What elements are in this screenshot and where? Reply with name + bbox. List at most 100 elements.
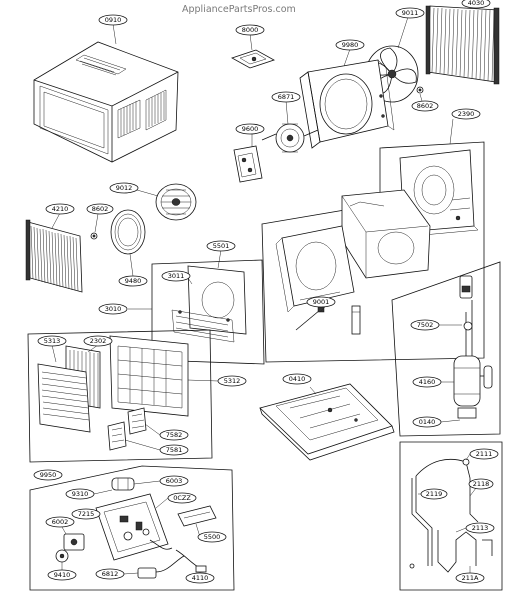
part-label-9600: 9600	[242, 125, 259, 133]
cabinet-shell	[33, 41, 179, 163]
knob-9410	[55, 549, 69, 563]
callout-oval-0czz	[167, 492, 197, 504]
assembly-box-tubing	[399, 441, 503, 591]
callout-oval-211a	[455, 572, 485, 584]
part-label-5501: 5501	[213, 242, 230, 250]
evaporator-coil	[25, 219, 83, 293]
callout-oval-7582	[159, 429, 189, 441]
part-label-3011: 3011	[168, 272, 185, 280]
front-panel	[37, 363, 91, 433]
leader-6003	[133, 480, 161, 485]
leader-0140	[440, 419, 461, 423]
callout-oval-8602b	[86, 203, 114, 215]
part-label-211a: 211A	[462, 574, 479, 582]
leader-2390	[449, 118, 454, 145]
callout-oval-6002	[45, 516, 75, 528]
part-label-4210: 4210	[52, 205, 69, 213]
leader-8602a	[419, 93, 423, 102]
callout-oval-0140	[412, 416, 442, 428]
coil-clip	[90, 232, 98, 240]
callout-oval-6003	[159, 475, 189, 487]
capacitor-6003	[111, 477, 135, 491]
part-label-9950: 9950	[40, 471, 57, 479]
callout-oval-9001	[306, 296, 336, 308]
callout-oval-0910	[98, 14, 128, 26]
callout-oval-9980	[335, 39, 365, 51]
assembly-box-control	[29, 465, 235, 591]
condenser-shroud	[299, 59, 395, 149]
callout-oval-9410	[47, 569, 77, 581]
callout-oval-8602a	[411, 100, 439, 112]
leader-9011	[397, 16, 409, 49]
callout-oval-5500	[197, 531, 227, 543]
part-label-2111: 2111	[476, 450, 493, 458]
callout-oval-2390	[451, 108, 481, 120]
callout-oval-9950	[33, 469, 63, 481]
compressor	[453, 275, 493, 419]
part-label-4030: 4030	[468, 0, 485, 7]
leader-5312	[187, 379, 219, 382]
motor-bracket	[231, 49, 275, 69]
blower-wheel	[155, 183, 197, 221]
part-label-6812: 6812	[102, 570, 119, 578]
leader-9310	[93, 489, 113, 495]
control-bracket	[171, 265, 247, 343]
callout-oval-6871	[271, 91, 301, 103]
part-label-7582: 7582	[166, 431, 183, 439]
leader-6871	[285, 100, 289, 125]
leader-2111	[465, 453, 471, 461]
callout-oval-4210	[45, 203, 75, 215]
leader-9980	[343, 48, 351, 67]
front-grille	[109, 335, 189, 417]
part-label-0410: 0410	[289, 375, 306, 383]
callout-oval-9480	[118, 275, 148, 287]
callout-oval-7581	[159, 444, 189, 456]
louver-7582	[127, 407, 147, 435]
motor-mount	[233, 145, 263, 183]
leader-7581	[124, 439, 161, 451]
part-label-3010: 3010	[105, 305, 122, 313]
callout-oval-5313	[37, 335, 67, 347]
callout-oval-0410	[282, 373, 312, 385]
part-label-2118: 2118	[473, 480, 490, 488]
part-label-9980: 9980	[342, 41, 359, 49]
cabinet-side-grille	[117, 89, 167, 139]
switch-7215	[63, 533, 85, 551]
part-label-0140: 0140	[419, 418, 436, 426]
callout-oval-9310	[65, 488, 95, 500]
part-label-7581: 7581	[166, 446, 183, 454]
leader-2113	[455, 527, 467, 533]
part-label-5500: 5500	[204, 533, 221, 541]
leader-0czz	[155, 497, 169, 509]
part-label-0czz: 0CZZ	[173, 494, 191, 502]
callout-oval-9011	[395, 7, 425, 19]
leader-9012	[136, 189, 159, 197]
part-label-2119: 2119	[426, 490, 443, 498]
assembly-box-compressor	[391, 261, 501, 437]
leader-0410	[309, 386, 317, 395]
assembly-box-front	[27, 329, 213, 463]
part-label-9410: 9410	[54, 571, 71, 579]
cord-4110	[175, 549, 207, 573]
fan-motor	[261, 123, 319, 153]
part-label-9001: 9001	[313, 298, 330, 306]
assembly-box-3010	[151, 259, 265, 365]
callout-oval-7215	[71, 508, 101, 520]
callout-oval-2118	[468, 478, 494, 490]
part-label-7215: 7215	[78, 510, 95, 518]
callout-oval-3010	[98, 303, 128, 315]
part-label-4110: 4110	[192, 574, 209, 582]
callout-oval-2111	[469, 448, 499, 460]
motor-shaft-9001	[295, 305, 361, 335]
part-label-2302: 2302	[90, 337, 107, 345]
part-label-2390: 2390	[458, 110, 475, 118]
part-label-9310: 9310	[72, 490, 89, 498]
part-label-5313: 5313	[44, 337, 61, 345]
callout-oval-4160	[412, 376, 442, 388]
callout-oval-2302	[83, 335, 113, 347]
part-label-8602b: 8602	[92, 205, 109, 213]
leader-6002	[61, 526, 67, 535]
part-label-6871: 6871	[278, 93, 295, 101]
callout-oval-5312	[217, 375, 247, 387]
